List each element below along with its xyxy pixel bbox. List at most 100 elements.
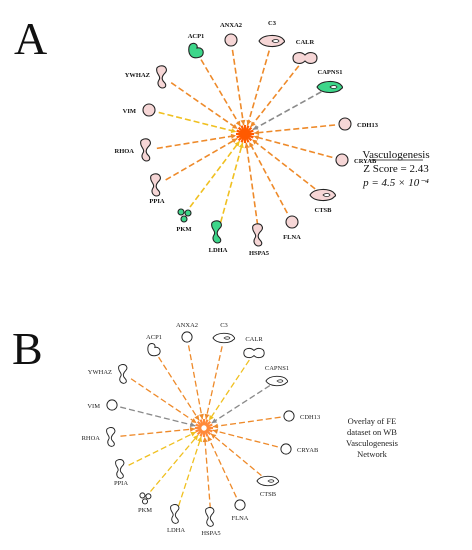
legend-b: Overlay of FE dataset on WB Vasculogenes… <box>346 416 398 459</box>
node-label-hspa5: HSPA5 <box>249 250 270 257</box>
node-rhoa-b[interactable] <box>106 427 116 447</box>
edge-arrow-calr <box>208 414 214 421</box>
node-flna-b[interactable] <box>234 499 246 511</box>
node-ywhaz-a[interactable] <box>156 65 167 89</box>
edge-c3 <box>205 346 223 420</box>
node-flna-a[interactable] <box>285 215 299 229</box>
edge-arrow-capns1 <box>211 418 218 424</box>
node-ppia-a[interactable] <box>150 173 161 197</box>
edge-ldha <box>219 142 244 223</box>
edge-arrow-ppia <box>190 431 196 437</box>
node-ldha-a[interactable] <box>211 220 222 244</box>
node-cryab-b[interactable] <box>280 443 292 455</box>
node-label-ppia: PPIA <box>114 480 128 487</box>
node-anxa2-b[interactable] <box>181 331 193 343</box>
node-ppia-b[interactable] <box>115 459 125 479</box>
node-vim-b[interactable] <box>106 399 118 411</box>
hub-center[interactable] <box>200 424 208 432</box>
node-rhoa-a[interactable] <box>140 138 151 162</box>
legend-a-pvalue: p = 4.5 × 10⁻⁴ <box>362 177 429 189</box>
node-label-ppia: PPIA <box>149 198 164 205</box>
node-label-vim: VIM <box>87 403 100 410</box>
edge-arrow-cryab <box>253 135 260 141</box>
node-hspa5-a[interactable] <box>252 223 263 247</box>
legend-b-line4: Network <box>357 449 387 459</box>
node-capns1-a[interactable] <box>316 80 344 94</box>
edge-arrow-ctsb <box>252 139 258 145</box>
edge-c3 <box>246 50 270 126</box>
edge-calr <box>249 65 300 128</box>
node-label-hspa5: HSPA5 <box>201 530 220 537</box>
node-acp1-b[interactable] <box>147 343 161 357</box>
node-acp1-a[interactable] <box>188 42 204 59</box>
node-hspa5-b[interactable] <box>205 507 215 527</box>
edge-arrow-rhoa <box>189 426 196 432</box>
node-label-anxa2: ANXA2 <box>220 22 242 29</box>
node-calr-a[interactable] <box>292 52 318 64</box>
edge-arrow-capns1 <box>252 125 259 130</box>
node-label-calr: CALR <box>245 336 263 343</box>
node-label-capns1: CAPNS1 <box>318 69 343 76</box>
node-pkm-a[interactable] <box>177 208 192 223</box>
edge-capns1 <box>252 91 322 131</box>
edge-ctsb <box>251 138 316 190</box>
node-label-flna: FLNA <box>283 234 301 241</box>
node-anxa2-a[interactable] <box>224 33 238 47</box>
edge-arrow-hspa5 <box>244 142 250 149</box>
edge-ldha <box>178 436 202 507</box>
node-c3-b[interactable] <box>212 332 236 344</box>
node-cdh13-a[interactable] <box>338 117 352 131</box>
edge-arrow-ppia <box>231 138 238 144</box>
node-label-cdh13: CDH13 <box>300 414 320 421</box>
edge-arrow-cryab <box>212 429 219 434</box>
node-pkm-b[interactable] <box>139 492 152 505</box>
edge-arrow-ctsb <box>210 433 217 439</box>
edge-arrow-pkm <box>193 434 199 441</box>
node-ldha-b[interactable] <box>170 504 180 524</box>
edge-arrow-flna <box>207 436 213 442</box>
edge-ppia <box>128 431 197 466</box>
node-ctsb-a[interactable] <box>309 188 337 202</box>
edge-ctsb <box>210 433 262 477</box>
node-ywhaz-b[interactable] <box>118 364 128 384</box>
node-label-acp1: ACP1 <box>188 33 205 40</box>
legend-b-line1: Overlay of FE <box>348 416 397 426</box>
edge-arrow-c3 <box>204 413 210 420</box>
hub-center[interactable] <box>239 128 251 140</box>
node-calr-b[interactable] <box>243 347 265 359</box>
node-ctsb-b[interactable] <box>256 475 280 487</box>
edge-arrow-acp1 <box>235 120 241 127</box>
edge-acp1 <box>158 356 200 421</box>
node-c3-a[interactable] <box>258 34 286 48</box>
edge-ywhaz <box>170 82 239 130</box>
node-label-acp1: ACP1 <box>146 334 162 341</box>
edges-a <box>156 49 336 226</box>
node-vim-a[interactable] <box>142 103 156 117</box>
edge-arrow-vim <box>189 422 196 428</box>
edge-flna <box>207 435 237 498</box>
node-label-pkm: PKM <box>138 507 152 514</box>
edge-anxa2 <box>187 345 203 420</box>
node-label-ctsb: CTSB <box>260 491 277 498</box>
edge-arrow-ldha <box>238 142 244 149</box>
node-label-ywhaz: YWHAZ <box>88 369 112 376</box>
edge-vim <box>158 111 237 133</box>
edge-arrow-calr <box>250 121 256 127</box>
edge-cdh13 <box>212 416 281 428</box>
edge-cdh13 <box>253 124 336 134</box>
node-label-vim: VIM <box>123 108 136 115</box>
edge-ywhaz <box>130 378 197 424</box>
edge-arrow-ywhaz <box>232 123 238 129</box>
node-label-flna: FLNA <box>232 515 249 522</box>
node-cryab-a[interactable] <box>335 153 349 167</box>
node-cdh13-b[interactable] <box>283 410 295 422</box>
node-label-ldha: LDHA <box>167 527 185 534</box>
panel-letter-b: B <box>12 323 43 374</box>
edge-arrow-acp1 <box>194 414 200 421</box>
node-capns1-b[interactable] <box>265 375 289 387</box>
edge-ppia <box>165 137 238 181</box>
edge-arrow-ywhaz <box>190 418 197 423</box>
edge-vim <box>120 406 196 427</box>
